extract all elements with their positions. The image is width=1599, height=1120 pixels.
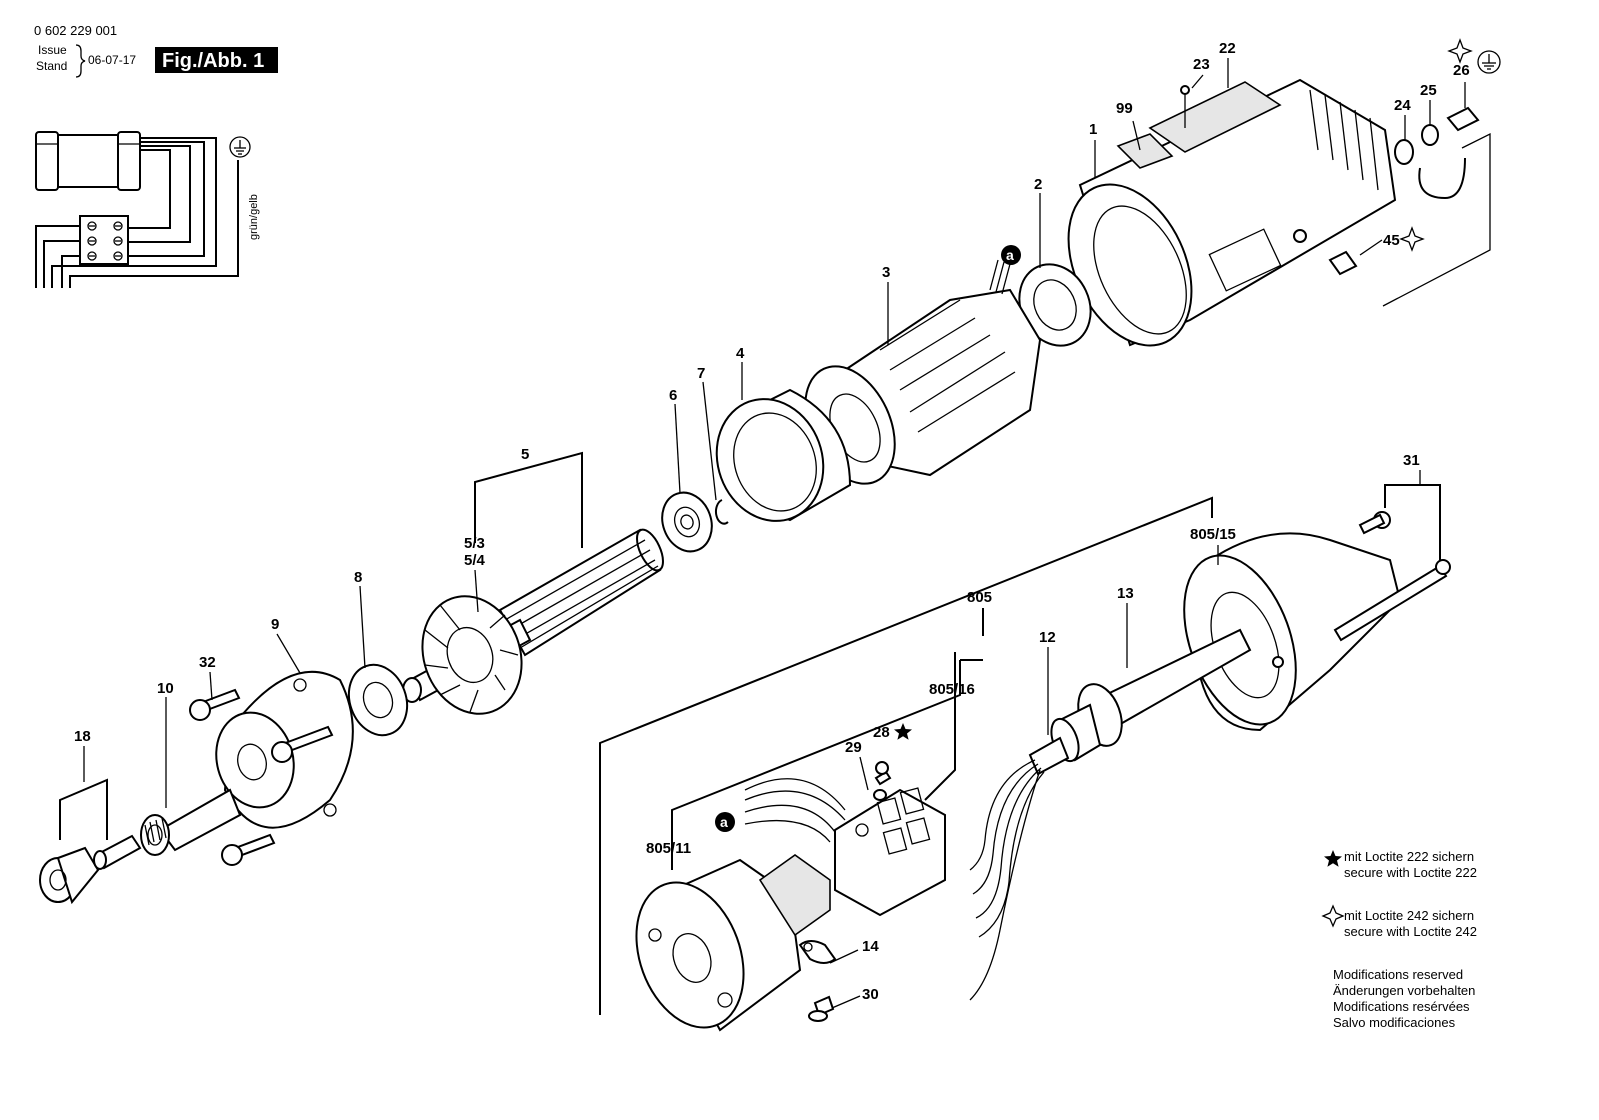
ground-earth-icon <box>1477 50 1501 74</box>
callout-805: 805 <box>967 589 992 606</box>
svg-text:a: a <box>720 814 728 830</box>
label-plate <box>1116 133 1174 169</box>
cable-wires <box>969 759 1045 1001</box>
wiring-schematic: grün/gelb <box>35 131 260 288</box>
cover-screws <box>1333 511 1451 642</box>
callout-805-11: 805/11 <box>646 840 691 857</box>
rear-cover <box>1183 532 1402 732</box>
callout-5-4: 5/4 <box>464 552 486 569</box>
callout-7: 7 <box>697 365 705 382</box>
terminal-block <box>744 761 946 917</box>
fan-impeller <box>421 595 523 715</box>
outline-star-icon <box>1447 38 1473 64</box>
ground-earth-icon <box>229 136 251 158</box>
callout-labels: 1 2 3 4 5 5/3 5/4 6 7 8 9 10 12 13 14 18… <box>74 40 1470 1003</box>
ground-screw-parts <box>1328 106 1491 307</box>
legend-mod-es: Salvo modificaciones <box>1333 1015 1456 1030</box>
cable-clamp <box>798 940 837 964</box>
figure-badge-bg <box>155 47 278 73</box>
outline-star-icon <box>1321 904 1345 928</box>
callout-3: 3 <box>882 264 890 281</box>
circlip <box>714 499 729 525</box>
issue-label: Issue <box>38 43 67 57</box>
callout-1: 1 <box>1089 121 1097 138</box>
spindle <box>140 788 242 856</box>
callout-12: 12 <box>1039 629 1056 646</box>
callout-99: 99 <box>1116 100 1133 117</box>
brace-icon <box>75 44 86 78</box>
cable-sleeve <box>1028 628 1252 776</box>
field-stator <box>804 259 1042 485</box>
callout-25: 25 <box>1420 82 1437 99</box>
legend: mit Loctite 222 sichern secure with Loct… <box>1321 849 1477 1030</box>
callout-28: 28 <box>873 724 890 741</box>
callout-805-15: 805/15 <box>1190 526 1236 543</box>
connection-marker-lower: a <box>715 812 735 832</box>
stand-label: Stand <box>36 59 67 73</box>
callout-23: 23 <box>1193 56 1210 73</box>
callout-45: 45 <box>1383 232 1400 249</box>
header-block: 0 602 229 001 Issue Stand 06-07-17 Fig./… <box>34 23 278 78</box>
callout-22: 22 <box>1219 40 1236 57</box>
callout-805-16: 805/16 <box>929 681 975 698</box>
filled-star-icon <box>1324 850 1342 867</box>
callout-5: 5 <box>521 446 529 463</box>
callout-24: 24 <box>1394 97 1411 114</box>
callout-6: 6 <box>669 387 677 404</box>
callout-32: 32 <box>199 654 216 671</box>
callout-26: 26 <box>1453 62 1470 79</box>
callout-18: 18 <box>74 728 91 745</box>
wire-color-label: grün/gelb <box>248 194 260 240</box>
callout-13: 13 <box>1117 585 1134 602</box>
motor-symbol <box>35 131 59 191</box>
seal-ring <box>1018 263 1092 347</box>
callout-29: 29 <box>845 739 862 756</box>
callout-10: 10 <box>157 680 174 697</box>
callout-5-3: 5/3 <box>464 535 485 552</box>
flange-screws <box>189 688 334 866</box>
legend-loctite222-en: secure with Loctite 222 <box>1344 865 1477 880</box>
brush-holder <box>635 854 831 1032</box>
armature <box>402 528 664 715</box>
collet-assembly <box>39 834 142 905</box>
callout-8: 8 <box>354 569 362 586</box>
part-number: 0 602 229 001 <box>34 23 117 38</box>
callout-4: 4 <box>736 345 745 362</box>
callout-2: 2 <box>1034 176 1042 193</box>
callout-14: 14 <box>862 938 879 955</box>
callout-31: 31 <box>1403 452 1420 469</box>
legend-loctite242-en: secure with Loctite 242 <box>1344 924 1477 939</box>
connection-marker-upper: a <box>1001 245 1021 265</box>
ball-bearing-front <box>661 491 713 553</box>
legend-loctite242-de: mit Loctite 242 sichern <box>1344 908 1474 923</box>
filled-star-icon <box>894 723 912 740</box>
ball-bearing-rear <box>347 663 409 737</box>
callout-9: 9 <box>271 616 279 633</box>
callout-30: 30 <box>862 986 879 1003</box>
motor-housing <box>1067 78 1397 347</box>
legend-mod-fr: Modifications resérvées <box>1333 999 1470 1014</box>
legend-mod-en: Modifications reserved <box>1333 967 1463 982</box>
figure-label: Fig./Abb. 1 <box>162 50 264 72</box>
air-guide-ring <box>715 388 852 522</box>
issue-date: 06-07-17 <box>88 53 136 67</box>
clamp-screw <box>808 995 835 1022</box>
housing-plate <box>1148 81 1282 153</box>
svg-text:a: a <box>1006 247 1014 263</box>
legend-mod-de: Änderungen vorbehalten <box>1333 983 1475 998</box>
outline-star-icon <box>1399 226 1425 252</box>
legend-loctite222-de: mit Loctite 222 sichern <box>1344 849 1474 864</box>
